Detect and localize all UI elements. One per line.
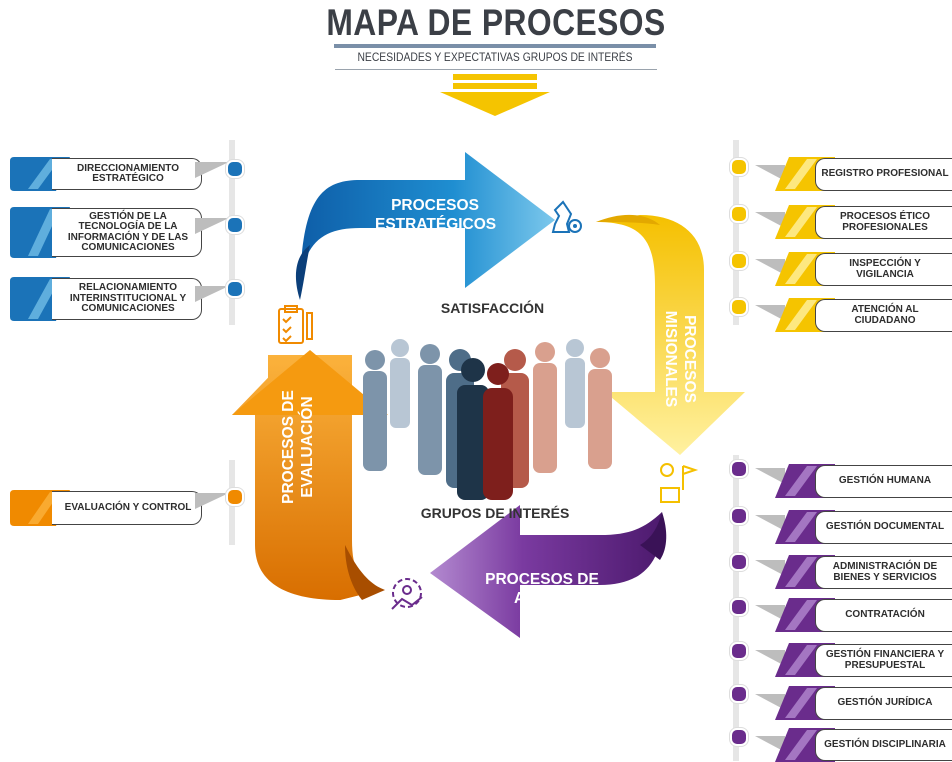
misionales-arrow [596, 214, 745, 455]
evaluacion-label: PROCESOS DE EVALUACIÓN [280, 390, 316, 504]
list-item: GESTIÓN DISCIPLINARIA [775, 726, 952, 762]
bullet-icon [730, 205, 748, 223]
item-label: GESTIÓN JURÍDICA [837, 697, 933, 709]
item-label: RELACIONAMIENTO INTERINSTITUCIONAL Y COM… [69, 282, 187, 315]
item-label: DIRECCIONAMIENTO ESTRATÉGICO [76, 162, 180, 184]
subtitle-underline [335, 69, 657, 70]
bullet-icon [226, 280, 244, 298]
bullet-icon [730, 598, 748, 616]
item-label: ATENCIÓN AL CIUDADANO [851, 304, 919, 326]
list-item: PROCESOS ÉTICO PROFESIONALES [775, 203, 952, 243]
bullet-icon [730, 252, 748, 270]
page-title: MAPA DE PROCESOS [326, 2, 666, 43]
bullet-icon [730, 507, 748, 525]
item-label: ADMINISTRACIÓN DE BIENES Y SERVICIOS [832, 561, 938, 583]
idea-flag-icon [660, 463, 699, 503]
apoyo-arrow [430, 505, 667, 638]
bullet-icon [730, 298, 748, 316]
list-item: GESTIÓN FINANCIERA Y PRESUPUESTAL [775, 641, 952, 681]
item-label: EVALUACIÓN Y CONTROL [64, 501, 192, 513]
center-satisfaction: SATISFACCIÓN [440, 300, 545, 316]
item-label: CONTRATACIÓN [845, 609, 925, 621]
checklist-icon [278, 305, 313, 344]
list-item: INSPECCIÓN Y VIGILANCIA [775, 250, 952, 290]
stakeholders-crowd-illustration [363, 339, 612, 500]
item-label: INSPECCIÓN Y VIGILANCIA [849, 258, 921, 280]
right-misional-rail [733, 140, 739, 325]
list-item: DIRECCIONAMIENTO ESTRATÉGICO [10, 155, 202, 193]
list-item: GESTIÓN DE LA TECNOLOGÍA DE LA INFORMACI… [10, 205, 202, 260]
list-item: GESTIÓN DOCUMENTAL [775, 508, 952, 548]
item-label: GESTIÓN HUMANA [838, 475, 932, 487]
estrategicos-label: PROCESOS ESTRATÉGICOS [375, 197, 497, 233]
misionales-label: PROCESOS MISIONALES [662, 310, 698, 408]
bullet-icon [730, 685, 748, 703]
center-stakeholders: GRUPOS DE INTERÉS [420, 505, 570, 521]
bullet-icon [226, 216, 244, 234]
item-label: GESTIÓN DISCIPLINARIA [824, 738, 946, 750]
list-item: GESTIÓN HUMANA [775, 462, 952, 502]
list-item: EVALUACIÓN Y CONTROL [10, 488, 202, 528]
list-item: REGISTRO PROFESIONAL [775, 155, 952, 195]
handshake-gear-icon [391, 578, 423, 610]
bullet-icon [730, 642, 748, 660]
bullet-icon [730, 728, 748, 746]
apoyo-label: PROCESOS DE APOYO [485, 571, 599, 607]
item-label: GESTIÓN DE LA TECNOLOGÍA DE LA INFORMACI… [67, 210, 189, 253]
list-item: CONTRATACIÓN [775, 596, 952, 636]
chess-gear-icon [551, 200, 582, 233]
evaluacion-arrow [232, 350, 388, 600]
list-item: ATENCIÓN AL CIUDADANO [775, 296, 952, 336]
bullet-icon [730, 553, 748, 571]
item-label: GESTIÓN FINANCIERA Y PRESUPUESTAL [825, 649, 945, 671]
down-arrow-icon [440, 74, 550, 116]
list-item: GESTIÓN JURÍDICA [775, 684, 952, 724]
estrategicos-arrow [295, 152, 555, 300]
page-subtitle: NECESIDADES Y EXPECTATIVAS GRUPOS DE INT… [357, 52, 633, 64]
item-label: GESTIÓN DOCUMENTAL [825, 521, 945, 533]
title-underline [334, 44, 656, 48]
bullet-icon [226, 160, 244, 178]
bullet-icon [226, 488, 244, 506]
bullet-icon [730, 158, 748, 176]
bullet-icon [730, 460, 748, 478]
list-item: ADMINISTRACIÓN DE BIENES Y SERVICIOS [775, 553, 952, 593]
item-label: REGISTRO PROFESIONAL [821, 168, 949, 180]
item-label: PROCESOS ÉTICO PROFESIONALES [839, 211, 930, 233]
list-item: RELACIONAMIENTO INTERINSTITUCIONAL Y COM… [10, 275, 202, 323]
